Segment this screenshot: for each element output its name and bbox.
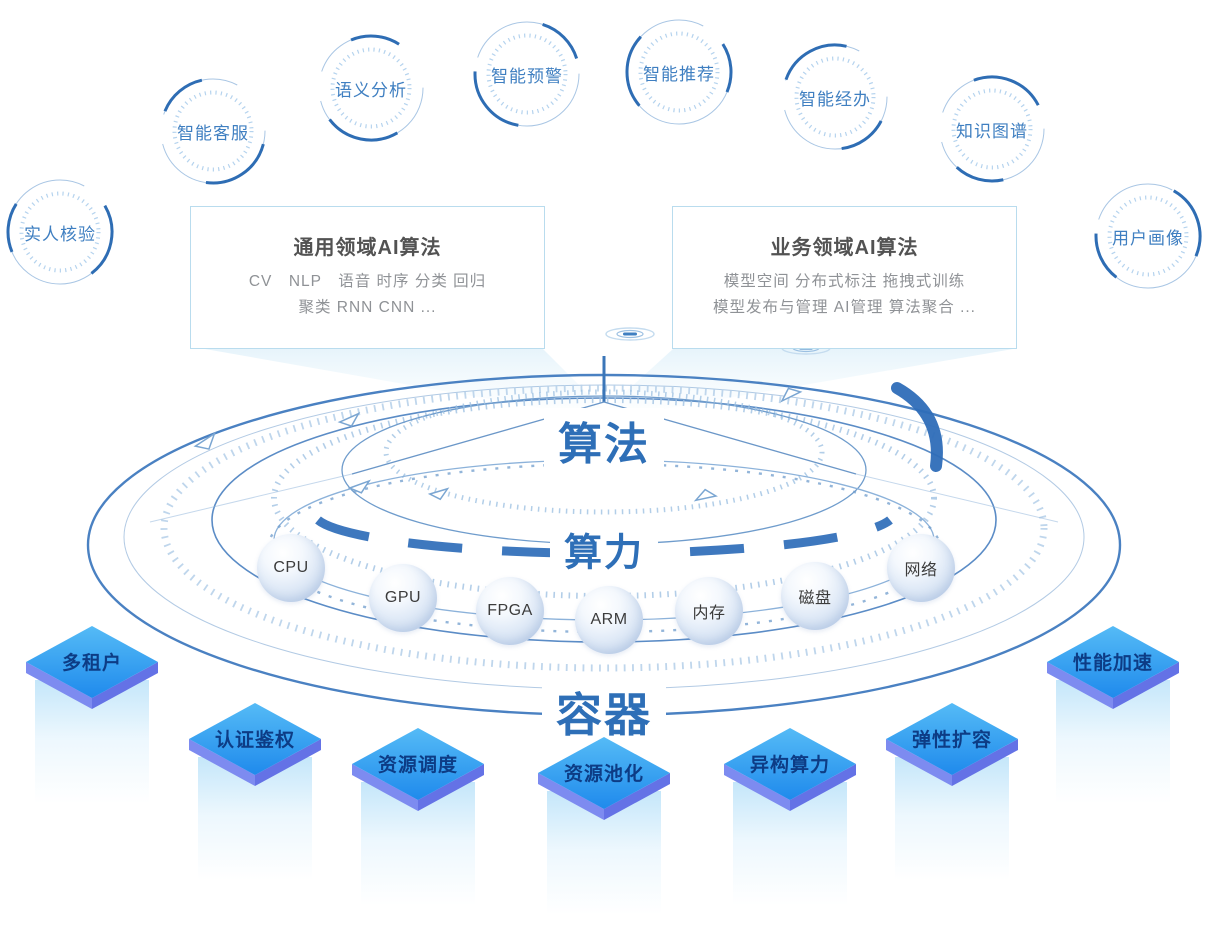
badge-label: 智能预警 (491, 66, 563, 86)
badge-shiren-heyan: 实人核验 (2, 174, 118, 290)
badge-ring-icon (317, 34, 425, 142)
badge-zhineng-kefu: 智能客服 (155, 73, 271, 189)
sphere-label: 内存 (692, 605, 726, 622)
sphere-label: FPGA (487, 602, 533, 619)
sphere-network: 网络 (887, 534, 955, 602)
cube-icon (26, 626, 158, 709)
sphere-gpu: GPU (369, 564, 437, 632)
card-body-line: CV NLP 语音 时序 分类 回归 (248, 273, 487, 290)
crescent-arc (891, 382, 943, 472)
layer-label-container: 容器 (542, 679, 666, 745)
layer-label-algorithm: 算法 (544, 408, 664, 472)
card-title: 业务领域AI算法 (770, 237, 919, 259)
tile-resource-scheduling: 资源调度 (343, 724, 493, 924)
layer-label-computing-power: 算力 (549, 521, 659, 577)
badge-yuyi-fenxi: 语义分析 (313, 30, 429, 146)
badge-label: 实人核验 (24, 224, 96, 244)
card-body-line: 模型空间 分布式标注 拖拽式训练 (723, 273, 966, 290)
badge-zhishi-tupu: 知识图谱 (934, 71, 1050, 187)
cube-icon (189, 703, 321, 786)
tile-label: 多租户 (61, 653, 122, 674)
sphere-cpu: CPU (257, 534, 325, 602)
sphere-fpga: FPGA (476, 577, 544, 645)
sphere-label: GPU (384, 589, 422, 606)
cube-icon (1047, 626, 1179, 709)
tile-label: 弹性扩容 (911, 730, 992, 751)
sphere-label: 网络 (904, 562, 938, 579)
card-body-line: 聚类 RNN CNN ... (298, 299, 437, 317)
sphere-label: CPU (273, 559, 309, 576)
badge-zhineng-tuijian: 智能推荐 (621, 14, 737, 130)
badge-ring-icon (625, 18, 733, 126)
cube-icon (886, 703, 1018, 786)
badge-yonghu-huaxiang: 用户画像 (1090, 178, 1206, 294)
tile-elastic-scaling: 弹性扩容 (877, 699, 1027, 899)
sphere-disk: 磁盘 (781, 562, 849, 630)
badge-zhineng-yujing: 智能预警 (469, 16, 585, 132)
tile-label: 资源池化 (563, 764, 644, 785)
card-body-line: 模型发布与管理 AI管理 算法聚合 ... (713, 299, 976, 317)
tile-label: 异构算力 (749, 755, 830, 776)
badge-zhineng-jingban: 智能经办 (777, 39, 893, 155)
sphere-memory: 内存 (675, 577, 743, 645)
tile-auth: 认证鉴权 (180, 699, 330, 899)
card-title: 通用领域AI算法 (293, 237, 442, 259)
badge-label: 智能客服 (177, 123, 249, 143)
sphere-arm: ARM (575, 586, 643, 654)
tile-performance-acceleration: 性能加速 (1038, 622, 1188, 822)
badge-ring-icon (6, 178, 114, 286)
tile-label: 性能加速 (1072, 653, 1153, 674)
badge-label: 知识图谱 (956, 121, 1028, 141)
tile-heterogeneous-computing: 异构算力 (715, 724, 865, 924)
card-general-ai-algorithms: 通用领域AI算法 CV NLP 语音 时序 分类 回归 聚类 RNN CNN .… (190, 206, 545, 349)
tile-multi-tenant: 多租户 (17, 622, 167, 822)
badge-label: 智能经办 (799, 89, 871, 109)
tile-label: 资源调度 (377, 755, 458, 776)
badge-label: 语义分析 (335, 80, 407, 100)
badge-ring-icon (1094, 182, 1202, 290)
arrow-icon (193, 387, 803, 502)
cube-icon (724, 728, 856, 811)
badge-ring-icon (159, 77, 267, 185)
cube-icon (352, 728, 484, 811)
tile-label: 认证鉴权 (214, 730, 295, 751)
cube-icon (538, 737, 670, 820)
badge-ring-icon (781, 43, 889, 151)
sphere-label: 磁盘 (798, 590, 832, 607)
tile-resource-pooling: 资源池化 (529, 733, 679, 933)
sphere-label: ARM (590, 611, 628, 628)
badge-ring-icon (938, 75, 1046, 183)
badge-ring-icon (473, 20, 581, 128)
card-business-ai-algorithms: 业务领域AI算法 模型空间 分布式标注 拖拽式训练 模型发布与管理 AI管理 算… (672, 206, 1017, 349)
badge-label: 智能推荐 (643, 64, 715, 84)
badge-label: 用户画像 (1112, 228, 1184, 248)
